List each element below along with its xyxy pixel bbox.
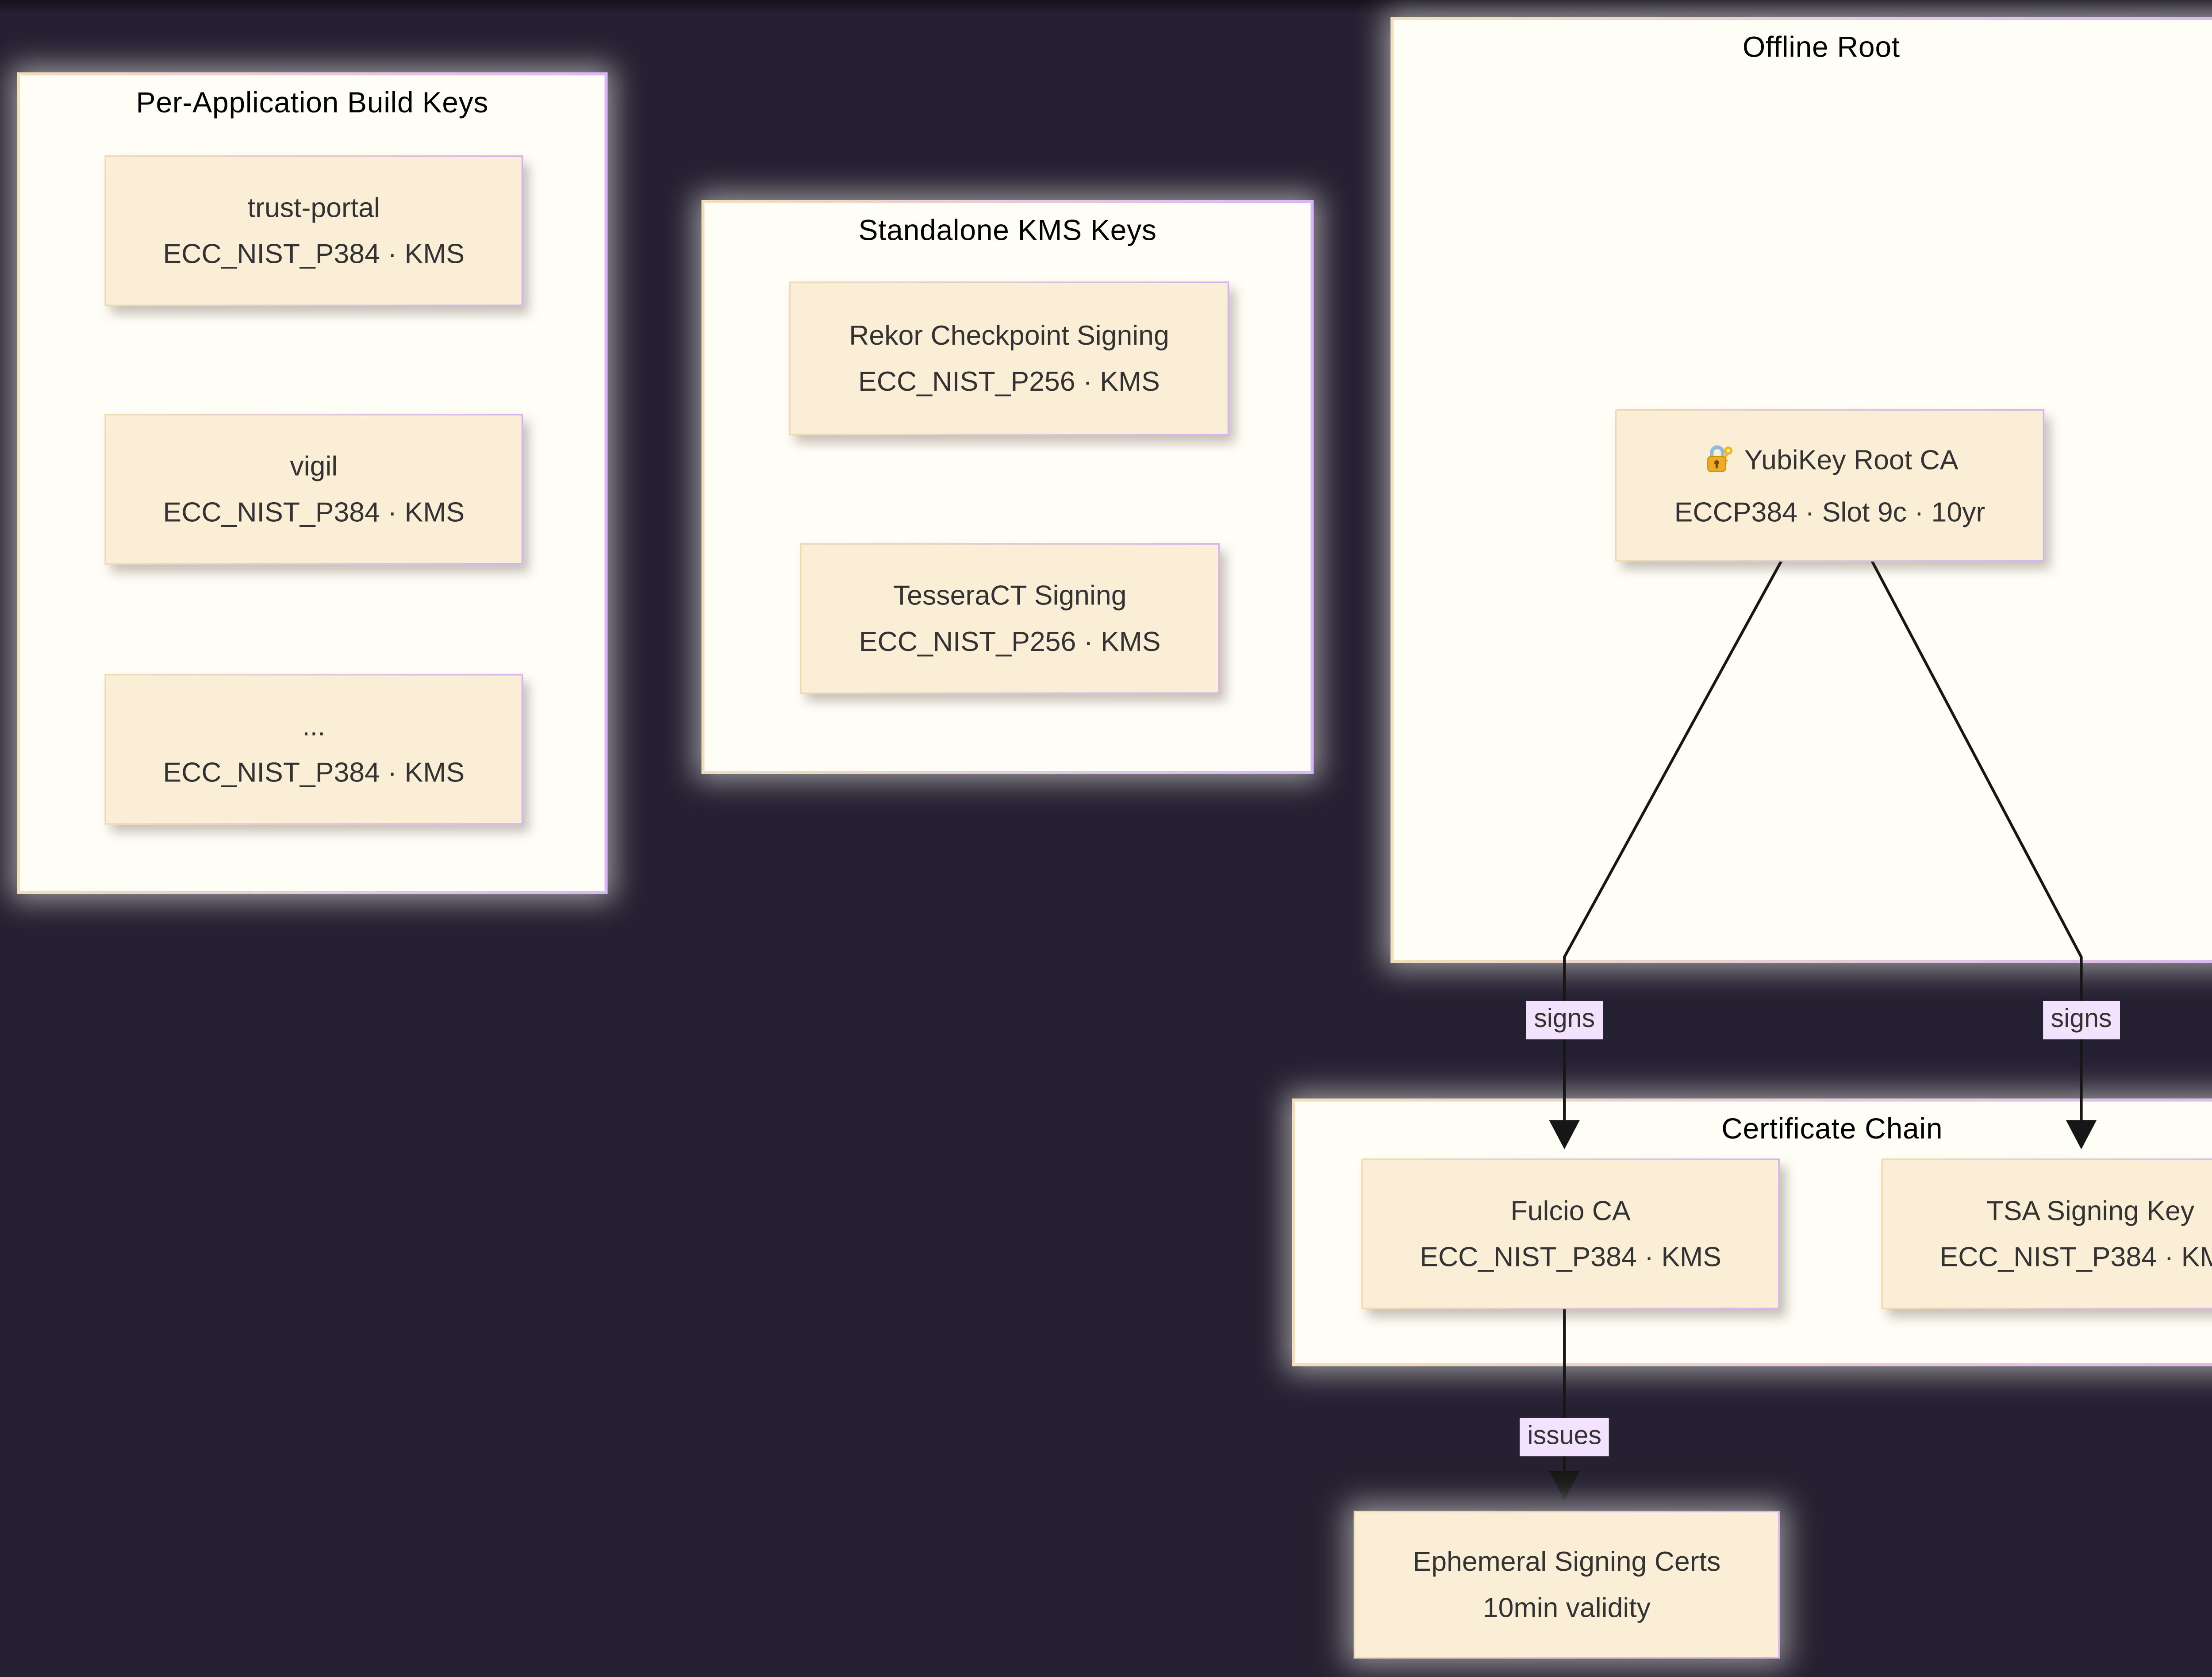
arrowhead-ephemeral xyxy=(1549,1471,1580,1500)
node-yubikey-root-ca: YubiKey Root CA ECCP384 · Slot 9c · 10yr xyxy=(1615,409,2045,562)
node-ephemeral-signing-certs: Ephemeral Signing Certs 10min validity xyxy=(1353,1511,1780,1659)
edge-label-signs-right: signs xyxy=(2043,1000,2120,1039)
group-per-application-build-keys: Per-Application Build Keys trust-portal … xyxy=(17,72,608,894)
node-fulcio-ca: Fulcio CA ECC_NIST_P384 · KMS xyxy=(1361,1158,1780,1310)
group-title: Certificate Chain xyxy=(1721,1114,1943,1146)
node-subtitle: ECC_NIST_P256 · KMS xyxy=(859,625,1161,656)
node-subtitle: ECC_NIST_P384 · KMS xyxy=(163,238,465,269)
group-title: Per-Application Build Keys xyxy=(136,88,489,120)
node-subtitle: ECC_NIST_P384 · KMS xyxy=(163,496,465,527)
node-subtitle: ECC_NIST_P384 · KMS xyxy=(1939,1241,2212,1272)
edge-label-signs-left: signs xyxy=(1526,1000,1603,1039)
node-vigil: vigil ECC_NIST_P384 · KMS xyxy=(104,414,523,565)
node-title: YubiKey Root CA xyxy=(1744,445,1959,476)
node-title: Ephemeral Signing Certs xyxy=(1413,1546,1721,1577)
node-ellipsis-key: ... ECC_NIST_P384 · KMS xyxy=(104,673,523,825)
node-subtitle: ECCP384 · Slot 9c · 10yr xyxy=(1674,497,1985,528)
window-top-edge xyxy=(0,0,2212,14)
edge-label-issues: issues xyxy=(1520,1418,1609,1456)
node-title: TSA Signing Key xyxy=(1986,1195,2195,1226)
node-title-line: YubiKey Root CA xyxy=(1701,442,1959,483)
node-subtitle: ECC_NIST_P384 · KMS xyxy=(1420,1241,1721,1272)
node-tesseract-signing: TesseraCT Signing ECC_NIST_P256 · KMS xyxy=(800,543,1220,694)
node-title: ... xyxy=(302,710,326,742)
node-trust-portal: trust-portal ECC_NIST_P384 · KMS xyxy=(104,155,523,306)
node-tsa-signing-key: TSA Signing Key ECC_NIST_P384 · KMS xyxy=(1881,1158,2212,1310)
node-subtitle: 10min validity xyxy=(1482,1592,1651,1623)
group-title: Standalone KMS Keys xyxy=(858,215,1157,248)
node-subtitle: ECC_NIST_P256 · KMS xyxy=(858,365,1160,396)
group-offline-root: Offline Root xyxy=(1390,17,2212,963)
group-certificate-chain: Certificate Chain Fulcio CA ECC_NIST_P38… xyxy=(1292,1098,2212,1366)
node-title: vigil xyxy=(290,450,338,481)
node-title: Fulcio CA xyxy=(1510,1195,1631,1226)
node-title: trust-portal xyxy=(247,192,380,223)
group-title: Offline Root xyxy=(1742,32,1900,65)
node-rekor-checkpoint-signing: Rekor Checkpoint Signing ECC_NIST_P256 ·… xyxy=(789,281,1229,436)
node-title: TesseraCT Signing xyxy=(893,580,1127,611)
node-subtitle: ECC_NIST_P384 · KMS xyxy=(163,756,465,787)
lock-with-key-icon xyxy=(1701,442,1735,483)
node-title: Rekor Checkpoint Signing xyxy=(849,319,1169,351)
group-standalone-kms-keys: Standalone KMS Keys Rekor Checkpoint Sig… xyxy=(701,200,1314,774)
